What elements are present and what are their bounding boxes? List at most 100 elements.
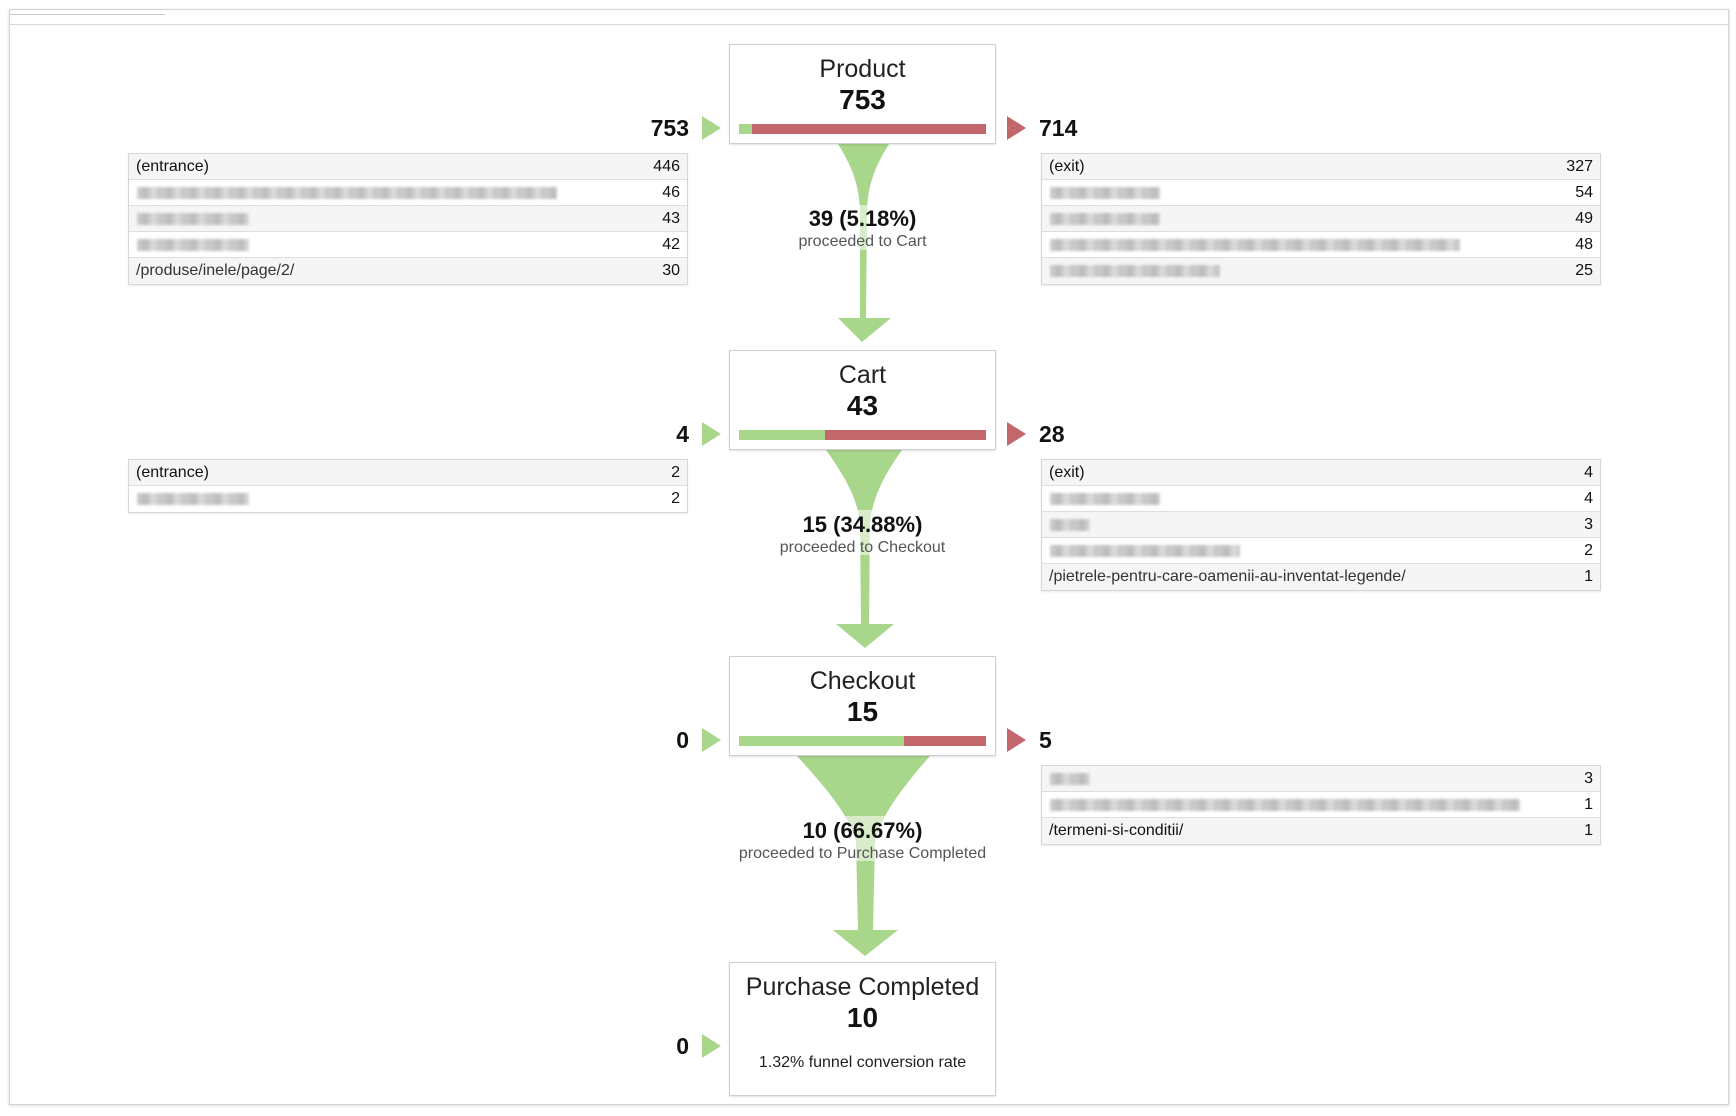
entry-arrow-icon	[702, 116, 721, 140]
table-row[interactable]: 2	[129, 486, 687, 512]
table-row[interactable]: /pietrele-pentru-care-oamenii-au-inventa…	[1042, 564, 1600, 590]
redacted-label	[1050, 187, 1160, 199]
product-exits-table: (exit) 327 54 49 48 25	[1041, 153, 1601, 285]
row-value: 54	[1575, 184, 1593, 201]
row-value: 3	[1584, 516, 1593, 533]
flow-label-bg-1	[820, 205, 910, 250]
table-row[interactable]: 3	[1042, 512, 1600, 538]
row-label: (exit)	[1049, 158, 1085, 175]
step-checkout[interactable]: Checkout 15	[729, 656, 996, 756]
table-row[interactable]: /produse/inele/page/2/30	[129, 258, 687, 284]
step-purchase-completed[interactable]: Purchase Completed 10 1.32% funnel conve…	[729, 962, 996, 1096]
table-row[interactable]: 49	[1042, 206, 1600, 232]
row-label: (entrance)	[136, 464, 209, 481]
step-name: Cart	[838, 361, 887, 389]
table-row[interactable]: 4	[1042, 486, 1600, 512]
step-progress-fill	[739, 736, 904, 746]
row-label: /produse/inele/page/2/	[136, 262, 295, 279]
redacted-label	[1050, 239, 1460, 251]
step-product[interactable]: Product 753	[729, 44, 996, 144]
flow-cart-to-checkout: 15 (34.88%) proceeded to Checkout	[729, 512, 996, 558]
redacted-label	[1050, 545, 1240, 557]
step-progress-fill	[739, 124, 752, 134]
row-value: 2	[1584, 542, 1593, 559]
step-progress-bar	[739, 736, 986, 746]
step-name: Product	[819, 55, 906, 83]
redacted-label	[1050, 213, 1160, 225]
redacted-label	[137, 213, 249, 225]
step-progress-fill	[739, 430, 826, 440]
table-row[interactable]: (entrance) 2	[129, 460, 687, 486]
row-value: 46	[662, 184, 680, 201]
row-value: 1	[1584, 796, 1593, 813]
exit-arrow-icon	[1007, 422, 1026, 446]
row-value: 4	[1584, 490, 1593, 507]
row-label: (entrance)	[136, 158, 209, 175]
step-count: 15	[846, 696, 879, 727]
step-name: Purchase Completed	[745, 973, 980, 1001]
step-count: 10	[846, 1002, 879, 1033]
product-entries-count: 753	[650, 115, 689, 141]
cart-exits-table: (exit)4 4 3 2 /pietrele-pentru-care-oame…	[1041, 459, 1601, 591]
flow-text: proceeded to Purchase Completed	[738, 845, 987, 862]
step-progress-bar	[739, 430, 986, 440]
checkout-entries-count: 0	[676, 727, 689, 753]
table-row[interactable]: (exit)4	[1042, 460, 1600, 486]
funnel-conversion-rate: 1.32% funnel conversion rate	[758, 1054, 967, 1071]
table-row[interactable]: /termeni-si-conditii/1	[1042, 818, 1600, 844]
exit-arrow-icon	[1007, 116, 1026, 140]
row-label: /pietrele-pentru-care-oamenii-au-inventa…	[1049, 568, 1406, 585]
flow-checkout-to-purchase: 10 (66.67%) proceeded to Purchase Comple…	[729, 818, 996, 864]
redacted-label	[1050, 265, 1220, 277]
table-row[interactable]: 3	[1042, 766, 1600, 792]
redacted-label	[1050, 519, 1090, 531]
table-row[interactable]: (exit) 327	[1042, 154, 1600, 180]
flow-text: proceeded to Cart	[798, 233, 927, 250]
step-cart[interactable]: Cart 43	[729, 350, 996, 450]
row-value: 2	[671, 464, 680, 481]
table-row[interactable]: 25	[1042, 258, 1600, 284]
row-value: 48	[1575, 236, 1593, 253]
cart-entries-count: 4	[676, 421, 689, 447]
product-entrances-table: (entrance) 446 46 43 42 /produse/inele/pa…	[128, 153, 688, 285]
purchase-entries-count: 0	[676, 1033, 689, 1059]
step-count: 753	[839, 84, 886, 115]
entry-arrow-icon	[702, 728, 721, 752]
flow-value: 39 (5.18%)	[808, 206, 917, 231]
flow-product-to-cart: 39 (5.18%) proceeded to Cart	[729, 206, 996, 252]
checkout-exits-count: 5	[1039, 727, 1052, 753]
table-row[interactable]: 1	[1042, 792, 1600, 818]
table-row[interactable]: 2	[1042, 538, 1600, 564]
row-value: 1	[1584, 822, 1593, 839]
redacted-label	[1050, 493, 1160, 505]
row-value: 1	[1584, 568, 1593, 585]
row-value: 327	[1566, 158, 1593, 175]
step-progress-bar	[739, 124, 986, 134]
table-row[interactable]: 43	[129, 206, 687, 232]
cart-entrances-table: (entrance) 2 2	[128, 459, 688, 513]
product-exits-count: 714	[1039, 115, 1078, 141]
row-value: 446	[653, 158, 680, 175]
row-value: 25	[1575, 262, 1593, 279]
checkout-exits-table: 3 1 /termeni-si-conditii/1	[1041, 765, 1601, 845]
redacted-label	[137, 187, 557, 199]
row-value: 30	[662, 262, 680, 279]
table-row[interactable]: 42	[129, 232, 687, 258]
redacted-label	[137, 493, 249, 505]
redacted-label	[1050, 799, 1520, 811]
table-row[interactable]: (entrance) 446	[129, 154, 687, 180]
redacted-label	[137, 239, 249, 251]
row-value: 3	[1584, 770, 1593, 787]
flow-text: proceeded to Checkout	[779, 539, 946, 556]
flow-label-bg-3	[800, 816, 930, 861]
flow-value: 10 (66.67%)	[802, 818, 923, 843]
exit-arrow-icon	[1007, 728, 1026, 752]
table-row[interactable]: 48	[1042, 232, 1600, 258]
table-row[interactable]: 54	[1042, 180, 1600, 206]
row-value: 42	[662, 236, 680, 253]
table-row[interactable]: 46	[129, 180, 687, 206]
row-value: 43	[662, 210, 680, 227]
header-tab-underline	[10, 14, 165, 15]
flow-value: 15 (34.88%)	[802, 512, 923, 537]
